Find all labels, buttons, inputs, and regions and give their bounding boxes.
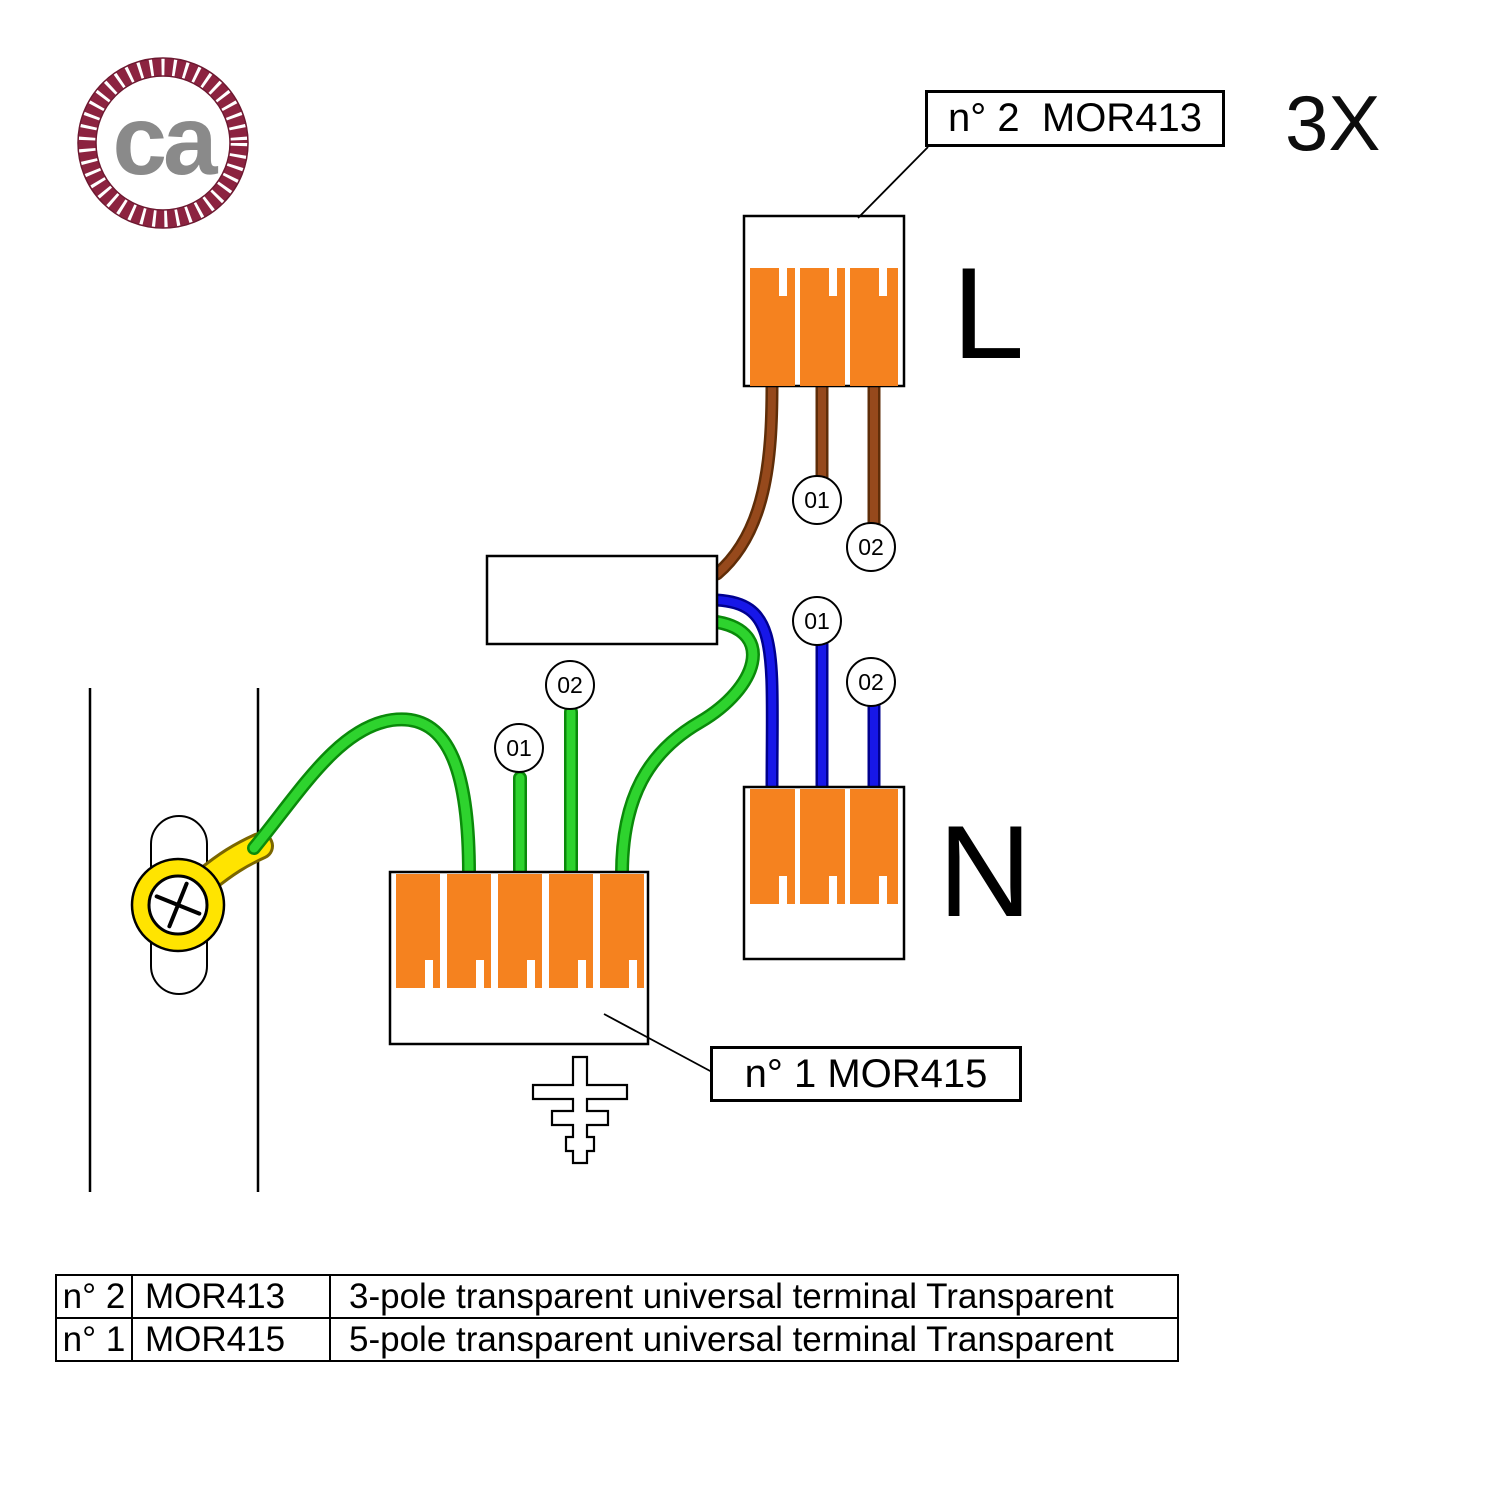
neutral-letter-n: N — [938, 798, 1032, 944]
pole — [750, 268, 795, 386]
part-qty: n° 2 — [55, 1274, 133, 1319]
pole — [800, 789, 845, 904]
pole — [800, 268, 845, 386]
label-mor415-text: n° 1 MOR415 — [744, 1051, 988, 1096]
green-wire-common — [617, 617, 758, 879]
part-desc: 3-pole transparent universal terminal Tr… — [329, 1274, 1179, 1319]
label-mor413-text: n° 2 MOR413 — [948, 96, 1202, 140]
pole — [447, 874, 491, 988]
notch — [629, 960, 637, 988]
pole — [600, 874, 644, 988]
wire-tag-brown-02: 02 — [846, 522, 896, 572]
part-code: MOR415 — [131, 1317, 331, 1362]
ground-symbol-icon — [531, 1055, 629, 1165]
pole — [549, 874, 593, 988]
junction-box — [485, 554, 719, 646]
parts-table: n° 2 MOR413 3-pole transparent universal… — [55, 1274, 1179, 1362]
screw-cross-icon — [154, 881, 202, 929]
pole — [850, 789, 898, 904]
label-mor413: n° 2 MOR413 — [925, 90, 1225, 147]
rope-strands — [78, 58, 248, 228]
table-row: n° 2 MOR413 3-pole transparent universal… — [55, 1274, 1179, 1319]
terminal-n-block — [742, 785, 906, 961]
part-desc: 5-pole transparent universal terminal Tr… — [329, 1317, 1179, 1362]
notch — [829, 876, 837, 904]
blue-wires — [710, 593, 881, 794]
notch — [829, 268, 837, 296]
notch — [779, 268, 787, 296]
green-wires — [247, 615, 760, 881]
multiplier-text: 3X — [1285, 79, 1381, 167]
notch — [578, 960, 586, 988]
green-wire-earth-outline — [247, 712, 476, 881]
wire-tag-green-02: 02 — [545, 660, 595, 710]
notch — [476, 960, 484, 988]
blue-wire-common — [713, 596, 777, 791]
brown-wires — [710, 377, 881, 581]
line-letter-l: L — [952, 240, 1025, 386]
label-mor415: n° 1 MOR415 — [710, 1046, 1022, 1102]
pole — [750, 789, 795, 904]
notch — [879, 268, 887, 296]
terminal-earth-block — [388, 870, 650, 1046]
wire-tag-brown-01: 01 — [792, 475, 842, 525]
logo-text: ca — [112, 84, 217, 195]
notch — [425, 960, 433, 988]
terminal-l-block — [742, 214, 906, 388]
brand-logo: ca — [70, 50, 256, 236]
pole — [498, 874, 542, 988]
wire-tag-blue-01: 01 — [792, 596, 842, 646]
green-wire-earth — [249, 714, 474, 879]
leader-line-bottom — [603, 1013, 713, 1073]
earth-ring-lug — [130, 857, 226, 953]
part-code: MOR413 — [131, 1274, 331, 1319]
table-row: n° 1 MOR415 5-pole transparent universal… — [55, 1317, 1179, 1362]
notch — [779, 876, 787, 904]
leader-line-top — [857, 146, 929, 219]
notch — [527, 960, 535, 988]
brown-wire-common — [713, 380, 776, 578]
notch — [879, 876, 887, 904]
pole — [850, 268, 898, 386]
wire-tag-green-01: 01 — [494, 723, 544, 773]
part-qty: n° 1 — [55, 1317, 133, 1362]
logo-rope-ring — [77, 57, 249, 229]
wire-tag-blue-02: 02 — [846, 657, 896, 707]
green-wire-common-outline — [615, 615, 760, 881]
pole — [396, 874, 440, 988]
